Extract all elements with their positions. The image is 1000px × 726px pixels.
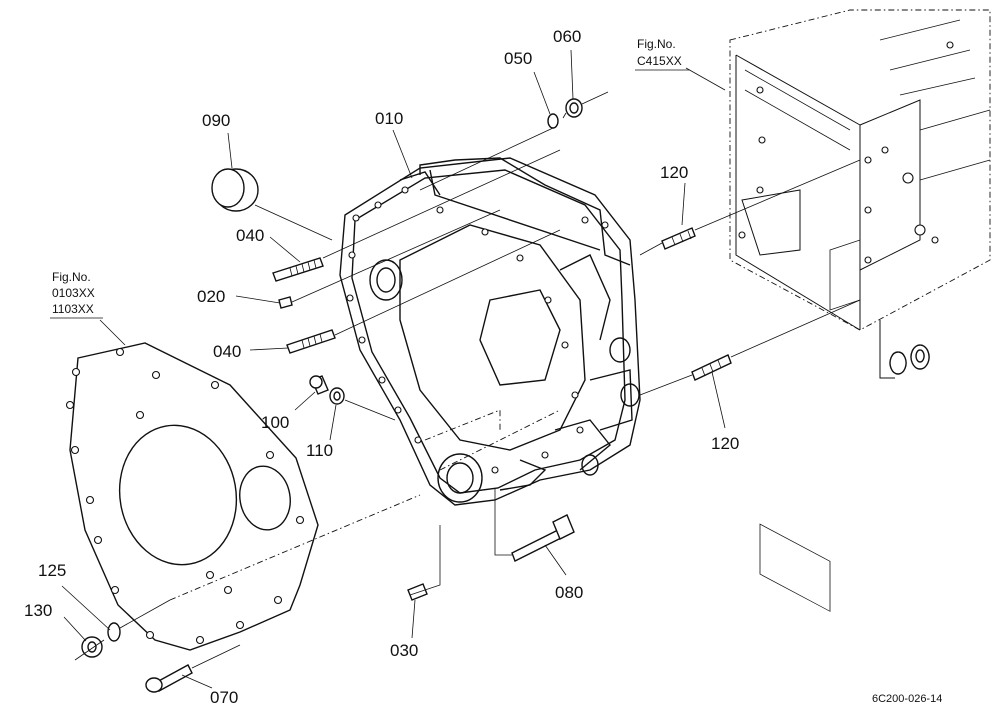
part-020-pin	[278, 296, 293, 309]
figure-reference-right: Fig.No. C415XX	[635, 37, 690, 71]
part-110-washer	[329, 387, 345, 405]
callout-120-upper: 120	[660, 163, 688, 182]
callout-040-lower: 040	[213, 342, 241, 361]
callout-070: 070	[210, 688, 238, 707]
clutch-housing	[339, 157, 641, 506]
part-070-bolt	[145, 664, 193, 693]
callout-080: 080	[555, 583, 583, 602]
callout-030: 030	[390, 641, 418, 660]
flywheel-housing-plate	[65, 342, 319, 651]
callout-110: 110	[306, 441, 333, 460]
part-090-plug	[211, 168, 259, 212]
figure-reference-left: Fig.No. 0103XX 1103XX	[50, 270, 103, 319]
plate-bolt-holes	[65, 347, 305, 645]
fig-ref-left-label: Fig.No.	[52, 270, 91, 284]
part-060-nut	[565, 98, 583, 118]
callout-040-upper: 040	[236, 226, 264, 245]
fig-ref-left-line2: 1103XX	[52, 302, 94, 316]
part-030-pin	[407, 583, 428, 601]
callout-090: 090	[202, 111, 230, 130]
callout-100: 100	[261, 413, 289, 432]
callout-labels: 010 020 030 040 040 050 060 070 080 090 …	[24, 27, 739, 707]
part-120-stud-lower	[691, 354, 732, 381]
part-040-stud-upper	[272, 257, 324, 282]
callout-060: 060	[553, 27, 581, 46]
part-120-stud-upper	[661, 227, 696, 250]
part-100-bolt	[309, 375, 329, 395]
callout-050: 050	[504, 49, 532, 68]
fig-ref-left-line1: 0103XX	[52, 286, 95, 300]
part-040-stud-lower	[286, 329, 336, 354]
callout-010: 010	[375, 109, 403, 128]
fig-ref-right-label: Fig.No.	[637, 37, 676, 51]
callout-125: 125	[38, 561, 66, 580]
callout-020: 020	[197, 287, 225, 306]
callout-130: 130	[24, 601, 52, 620]
part-080-bolt	[511, 514, 575, 562]
diagram-code: 6C200-026-14	[872, 693, 942, 705]
assembly-lines	[74, 91, 861, 669]
part-125-washer	[107, 622, 121, 642]
leader-lines	[61, 49, 726, 689]
housing-bolt-holes	[346, 186, 609, 474]
callout-120-lower: 120	[711, 434, 739, 453]
transmission-case-reference	[729, 9, 991, 612]
fig-ref-right-line1: C415XX	[637, 54, 682, 68]
part-050-washer	[547, 113, 559, 129]
